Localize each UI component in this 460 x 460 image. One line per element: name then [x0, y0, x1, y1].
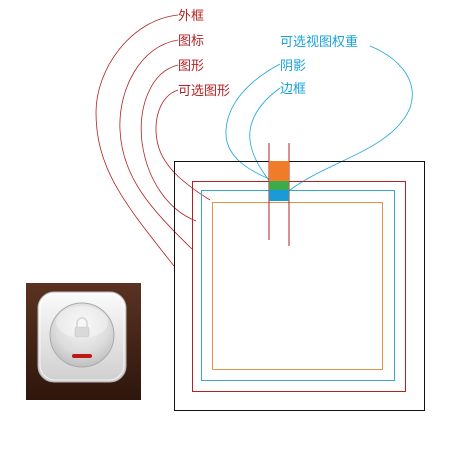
lock-button-icon	[26, 283, 141, 400]
shape-boundary	[201, 190, 395, 381]
swatch-green	[269, 181, 289, 190]
label-shadow: 阴影	[280, 59, 306, 74]
outer-frame-box	[174, 161, 425, 411]
swatch-orange	[269, 161, 289, 181]
leader-optional-view-weight	[289, 45, 413, 191]
label-outer-frame: 外框	[178, 9, 204, 24]
label-shape: 图形	[178, 59, 204, 74]
leader-optional-shape	[155, 89, 211, 201]
swatch-blue	[269, 190, 289, 201]
label-optional-shape: 可选图形	[178, 84, 230, 99]
leader-outer-frame	[95, 14, 179, 267]
leader-icon	[119, 39, 193, 250]
icon-boundary	[192, 181, 406, 392]
optional-shape-boundary	[212, 202, 383, 370]
label-border: 边框	[280, 82, 306, 97]
leader-border	[249, 87, 281, 191]
label-icon: 图标	[178, 34, 204, 49]
label-optional-view-weight: 可选视图权重	[280, 34, 358, 50]
leader-shape	[140, 64, 197, 222]
leader-shadow	[225, 63, 281, 181]
